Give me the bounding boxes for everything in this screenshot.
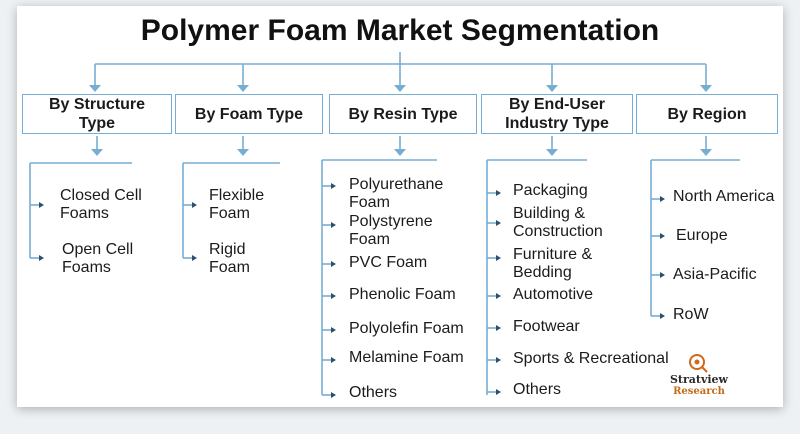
item-furniture-bedding: Furniture &Bedding: [513, 246, 593, 281]
item-industry-others: Others: [513, 381, 562, 398]
bullet-arrow-icon: [496, 190, 501, 196]
bullet-arrow-icon: [660, 196, 665, 202]
bullet-arrow-icon: [496, 293, 501, 299]
bullet-arrow-icon: [331, 392, 336, 398]
item-building-construction: Building &Construction: [513, 205, 603, 240]
bullet-arrow-icon: [331, 293, 336, 299]
bullet-arrow-icon: [331, 327, 336, 333]
sub-arrow-icon: [91, 149, 103, 156]
segment-heading-region: By Region: [636, 94, 778, 134]
diagram-title: Polymer Foam Market Segmentation: [140, 14, 660, 47]
item-pvc-foam: PVC Foam: [349, 254, 428, 271]
bullet-arrow-icon: [496, 325, 501, 331]
item-melamine-foam: Melamine Foam: [349, 349, 464, 366]
heading-arrow-icon: [546, 85, 558, 92]
item-footwear: Footwear: [513, 318, 580, 335]
item-polyolefin-foam: Polyolefin Foam: [349, 320, 464, 337]
heading-arrow-icon: [700, 85, 712, 92]
bullet-arrow-icon: [496, 357, 501, 363]
bullet-arrow-icon: [39, 202, 44, 208]
item-north-america: North America: [673, 188, 775, 205]
logo-name: Stratview: [669, 373, 729, 386]
item-europe: Europe: [676, 227, 728, 244]
heading-arrow-icon: [89, 85, 101, 92]
heading-arrow-icon: [394, 85, 406, 92]
bullet-arrow-icon: [192, 255, 197, 261]
item-sports-recreational: Sports & Recreational: [513, 350, 669, 367]
bullet-arrow-icon: [496, 220, 501, 226]
item-asia-pacific: Asia-Pacific: [673, 266, 757, 283]
bullet-arrow-icon: [660, 313, 665, 319]
item-resin-others: Others: [349, 384, 398, 401]
item-packaging: Packaging: [513, 182, 588, 199]
bullet-arrow-icon: [660, 233, 665, 239]
heading-arrow-icon: [237, 85, 249, 92]
stratview-logo-icon: [689, 354, 708, 373]
bullet-arrow-icon: [192, 202, 197, 208]
bullet-arrow-icon: [39, 255, 44, 261]
sub-arrow-icon: [394, 149, 406, 156]
item-phenolic-foam: Phenolic Foam: [349, 286, 456, 303]
sub-arrow-icon: [237, 149, 249, 156]
bullet-arrow-icon: [496, 255, 501, 261]
segment-heading-foam-type: By Foam Type: [175, 94, 323, 134]
item-row: RoW: [673, 306, 709, 323]
bullet-arrow-icon: [496, 389, 501, 395]
bullet-arrow-icon: [331, 222, 336, 228]
item-automotive: Automotive: [513, 286, 594, 303]
logo-subtitle: Research: [673, 386, 725, 397]
bullet-arrow-icon: [331, 357, 336, 363]
bullet-arrow-icon: [331, 261, 336, 267]
sub-arrow-icon: [546, 149, 558, 156]
bullet-arrow-icon: [331, 183, 336, 189]
segment-heading-resin-type: By Resin Type: [329, 94, 477, 134]
bullet-arrow-icon: [660, 272, 665, 278]
sub-arrow-icon: [700, 149, 712, 156]
